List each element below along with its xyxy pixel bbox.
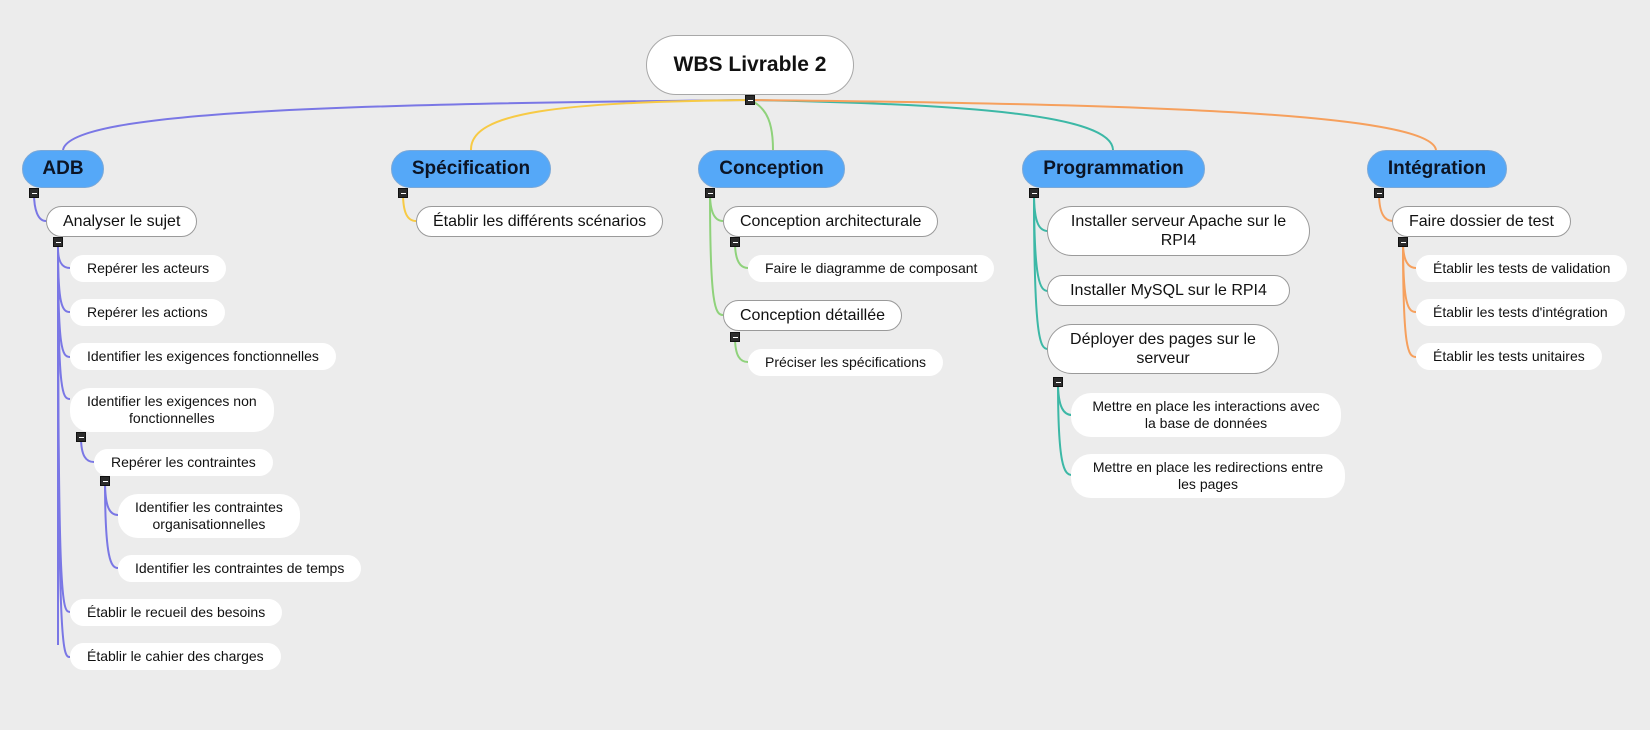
collapse-toggle-icon[interactable] (705, 188, 715, 198)
collapse-toggle-icon[interactable] (53, 237, 63, 247)
branch-specification[interactable]: Spécification (391, 150, 551, 188)
branch-adb[interactable]: ADB (22, 150, 104, 188)
node-installer-apache[interactable]: Installer serveur Apache sur le RPI4 (1047, 206, 1310, 256)
collapse-toggle-icon[interactable] (76, 432, 86, 442)
node-reperer-actions[interactable]: Repérer les actions (70, 299, 225, 326)
node-dossier-test[interactable]: Faire dossier de test (1392, 206, 1571, 237)
node-conception-detaillee[interactable]: Conception détaillée (723, 300, 902, 331)
collapse-toggle-icon[interactable] (29, 188, 39, 198)
node-exigences-fonctionnelles[interactable]: Identifier les exigences fonctionnelles (70, 343, 336, 370)
node-contraintes-organisationnelles[interactable]: Identifier les contraintes organisationn… (118, 494, 300, 538)
node-text-line: Mettre en place les interactions avec (1092, 398, 1320, 415)
node-redirections-pages[interactable]: Mettre en place les redirections entre l… (1071, 454, 1345, 498)
collapse-toggle-icon[interactable] (1374, 188, 1384, 198)
node-text-line: organisationnelles (152, 516, 266, 532)
node-exigences-non-fonctionnelles[interactable]: Identifier les exigences non fonctionnel… (70, 388, 274, 432)
node-contraintes-temps[interactable]: Identifier les contraintes de temps (118, 555, 362, 582)
node-conception-architecturale[interactable]: Conception architecturale (723, 206, 939, 237)
node-tests-validation[interactable]: Établir les tests de validation (1416, 255, 1628, 282)
node-text-line: fonctionnelles (129, 410, 215, 426)
node-cahier-charges[interactable]: Établir le cahier des charges (70, 643, 281, 670)
node-text-line: les pages (1178, 476, 1238, 492)
node-tests-unitaires[interactable]: Établir les tests unitaires (1416, 343, 1602, 370)
node-text-line: Déployer des pages sur le (1070, 330, 1256, 348)
collapse-toggle-icon[interactable] (1053, 377, 1063, 387)
node-text-line: serveur (1136, 350, 1190, 367)
node-etablir-scenarios[interactable]: Établir les différents scénarios (416, 206, 664, 237)
node-deployer-pages[interactable]: Déployer des pages sur le serveur (1047, 324, 1279, 374)
node-text-line: Mettre en place les redirections entre (1092, 459, 1324, 476)
node-text-line: la base de données (1144, 415, 1268, 431)
node-reperer-contraintes[interactable]: Repérer les contraintes (94, 449, 273, 476)
branch-conception[interactable]: Conception (698, 150, 845, 188)
node-tests-integration[interactable]: Établir les tests d'intégration (1416, 299, 1625, 326)
root-node[interactable]: WBS Livrable 2 (646, 35, 854, 95)
node-recueil-besoins[interactable]: Établir le recueil des besoins (70, 599, 283, 626)
branch-integration[interactable]: Intégration (1367, 150, 1507, 188)
node-diagramme-composant[interactable]: Faire le diagramme de composant (748, 255, 995, 282)
node-text-line: Installer serveur Apache sur le (1070, 212, 1287, 230)
node-interactions-bdd[interactable]: Mettre en place les interactions avec la… (1071, 393, 1341, 437)
node-text-line: Identifier les exigences non (87, 393, 257, 410)
node-installer-mysql[interactable]: Installer MySQL sur le RPI4 (1047, 275, 1290, 306)
branch-programmation[interactable]: Programmation (1022, 150, 1205, 188)
collapse-toggle-icon[interactable] (730, 237, 740, 247)
node-analyser-le-sujet[interactable]: Analyser le sujet (46, 206, 198, 237)
collapse-toggle-icon[interactable] (745, 95, 755, 105)
collapse-toggle-icon[interactable] (100, 476, 110, 486)
collapse-toggle-icon[interactable] (730, 332, 740, 342)
collapse-toggle-icon[interactable] (398, 188, 408, 198)
node-preciser-specifications[interactable]: Préciser les spécifications (748, 349, 944, 376)
node-reperer-acteurs[interactable]: Repérer les acteurs (70, 255, 227, 282)
collapse-toggle-icon[interactable] (1029, 188, 1039, 198)
node-text-line: Identifier les contraintes (135, 499, 283, 516)
collapse-toggle-icon[interactable] (1398, 237, 1408, 247)
node-text-line: RPI4 (1160, 232, 1197, 249)
